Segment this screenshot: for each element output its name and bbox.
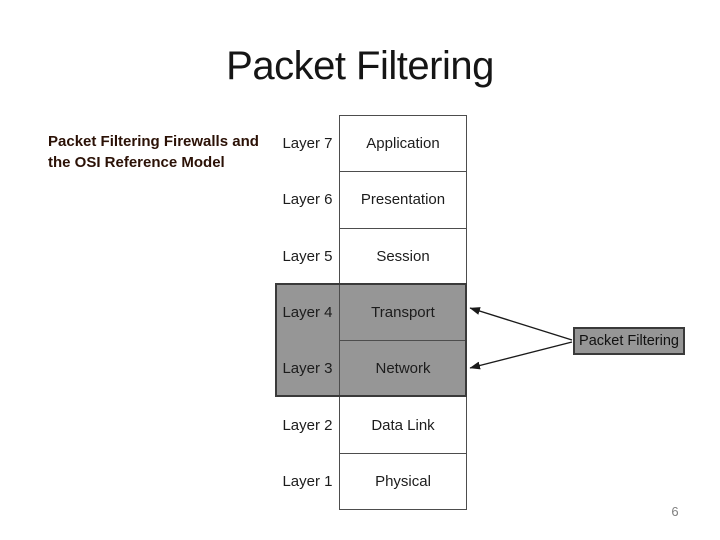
packet-filtering-callout: Packet Filtering (573, 327, 685, 355)
stack-row-network: Network (340, 341, 466, 398)
page-number: 6 (671, 504, 679, 519)
stack-row-session: Session (340, 228, 466, 285)
slide-title: Packet Filtering (226, 44, 494, 88)
stack-row-data-link: Data Link (340, 397, 466, 454)
arrow-to-network-layer (469, 341, 573, 370)
osi-stack: Application Presentation Session Transpo… (339, 115, 467, 510)
layer-5-label: Layer 5 (282, 247, 333, 265)
osi-layer-label-column: Layer 7 Layer 6 Layer 5 Layer 4 Layer 3 … (276, 115, 339, 510)
stack-row-transport: Transport (340, 284, 466, 342)
subtitle-line-2: the OSI Reference Model (48, 154, 225, 171)
subtitle-line-1: Packet Filtering Firewalls and (48, 133, 259, 150)
slide-subtitle: Packet Filtering Firewalls and the OSI R… (48, 131, 259, 173)
layer-7-label: Layer 7 (282, 134, 333, 152)
stack-row-application: Application (340, 116, 466, 173)
arrow-to-transport-layer (469, 307, 573, 341)
layer-2-label: Layer 2 (282, 416, 333, 434)
layer-3-label: Layer 3 (276, 340, 339, 398)
stack-row-presentation: Presentation (340, 172, 466, 229)
stack-row-physical: Physical (340, 453, 466, 509)
layer-1-label: Layer 1 (282, 473, 333, 491)
layer-4-label: Layer 4 (276, 284, 339, 341)
layer-6-label: Layer 6 (282, 191, 333, 209)
